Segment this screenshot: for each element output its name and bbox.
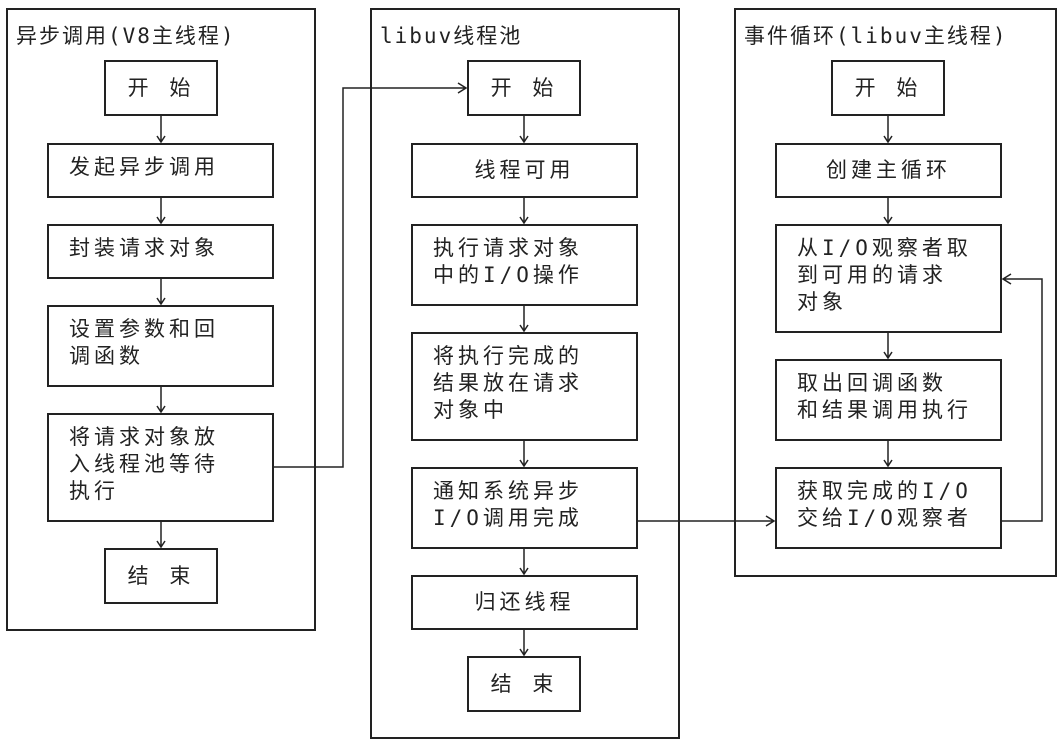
async-step-initiate: 发起异步调用 [47, 143, 274, 198]
loop-step-hand-to-observer: 获取完成的I/O 交给I/O观察者 [775, 467, 1002, 549]
panel-title-thread-pool: libuv线程池 [380, 24, 523, 48]
loop-step-start: 开 始 [831, 60, 945, 116]
loop-step-run-callback: 取出回调函数 和结果调用执行 [775, 359, 1002, 441]
pool-step-store-result: 将执行完成的 结果放在请求 对象中 [411, 332, 638, 441]
panel-title-event-loop: 事件循环(libuv主线程) [744, 24, 1008, 48]
loop-step-start-label: 开 始 [854, 75, 922, 100]
loop-step-fetch-request: 从I/O观察者取 到可用的请求 对象 [775, 224, 1002, 333]
pool-step-thread-available: 线程可用 [411, 143, 638, 198]
async-step-start-label: 开 始 [127, 75, 195, 100]
pool-step-start: 开 始 [467, 60, 581, 116]
pool-step-thread-available-label: 线程可用 [474, 158, 575, 182]
pool-step-start-label: 开 始 [490, 75, 558, 100]
async-step-end-label: 结 束 [127, 563, 195, 588]
async-step-start: 开 始 [104, 60, 218, 116]
loop-step-create-main-loop: 创建主循环 [775, 143, 1002, 198]
async-step-enqueue-label: 将请求对象放 入线程池等待 执行 [69, 425, 219, 503]
pool-step-end-label: 结 束 [490, 671, 558, 696]
async-step-set-params-label: 设置参数和回 调函数 [69, 317, 219, 368]
pool-step-end: 结 束 [467, 656, 581, 712]
async-step-end: 结 束 [104, 548, 218, 604]
async-step-enqueue: 将请求对象放 入线程池等待 执行 [47, 413, 274, 522]
loop-step-run-callback-label: 取出回调函数 和结果调用执行 [797, 371, 972, 422]
pool-step-store-result-label: 将执行完成的 结果放在请求 对象中 [433, 344, 583, 422]
pool-step-execute-io: 执行请求对象 中的I/O操作 [411, 224, 638, 306]
pool-step-return-thread: 归还线程 [411, 575, 638, 630]
async-step-initiate-label: 发起异步调用 [69, 155, 219, 179]
async-step-set-params: 设置参数和回 调函数 [47, 305, 274, 387]
panel-event-loop: 事件循环(libuv主线程) [734, 8, 1057, 577]
loop-step-hand-to-observer-label: 获取完成的I/O 交给I/O观察者 [797, 479, 972, 530]
loop-step-fetch-request-label: 从I/O观察者取 到可用的请求 对象 [797, 236, 972, 314]
pool-step-return-thread-label: 归还线程 [474, 590, 575, 614]
panel-title-async-call: 异步调用(V8主线程) [16, 24, 236, 48]
pool-step-notify-complete-label: 通知系统异步 I/O调用完成 [433, 479, 583, 530]
async-step-wrap-request: 封装请求对象 [47, 224, 274, 279]
async-step-wrap-request-label: 封装请求对象 [69, 236, 219, 260]
pool-step-execute-io-label: 执行请求对象 中的I/O操作 [433, 236, 583, 287]
loop-step-create-main-loop-label: 创建主循环 [826, 158, 951, 182]
pool-step-notify-complete: 通知系统异步 I/O调用完成 [411, 467, 638, 549]
